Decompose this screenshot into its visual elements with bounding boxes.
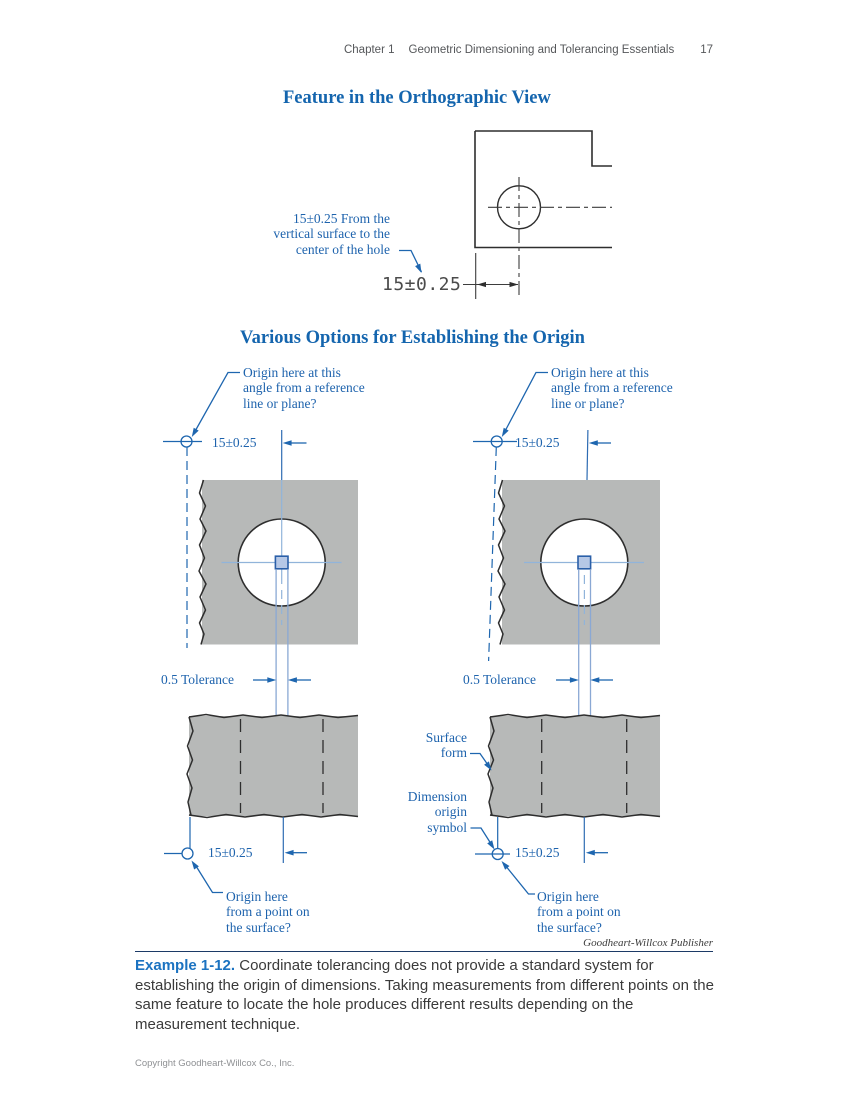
section1-title: Feature in the Orthographic View [283,88,551,108]
arrowhead [282,440,292,446]
left-dim-top: 15±0.25 [212,435,257,450]
arrowhead [588,440,598,446]
header-section-title: Geometric Dimensioning and Tolerancing E… [408,44,675,56]
right-dim-bottom: 15±0.25 [515,845,560,860]
broken-edge [188,713,359,719]
right-surface-form-label: Surface form [425,730,467,761]
arrowhead [585,849,595,856]
dimension-origin-symbol [180,435,193,448]
broken-edge [497,479,506,645]
left-tolerance-label: 0.5 Tolerance [161,672,235,687]
dim-extension [586,429,589,481]
broken-edge [188,813,359,819]
broken-edge [489,813,661,819]
arrowhead [284,849,294,856]
dimension-origin-symbol [490,435,503,448]
header-chapter: Chapter 1 [343,44,395,56]
caption-rule [135,950,713,953]
arrowhead [477,281,486,288]
figure-caption: Example 1-12. Coordinate tolerancing doe… [135,956,727,1034]
section2-title: Various Options for Establishing the Ori… [240,328,585,348]
broken-edge [489,713,661,719]
dimension-origin-symbol [491,847,504,861]
arrowhead [415,263,422,273]
right-tolerance-label: 0.5 Tolerance [463,672,537,687]
fig1-annotation: 15±0.25 From the vertical surface to the… [273,211,390,257]
fig2-right-diagram [470,371,661,895]
right-dim-top: 15±0.25 [515,435,560,450]
right-origin-angle-label: Origin here at this angle from a referen… [551,365,673,411]
broken-edge [186,716,194,816]
arrowhead [501,427,509,437]
arrowhead [509,281,519,288]
arrowhead [487,840,495,850]
right-dimension-origin-symbol-label: Dimension origin symbol [407,789,467,835]
publisher-credit: Goodheart-Willcox Publisher [583,937,713,949]
true-position-square [577,555,592,570]
header-page-number: 17 [700,44,713,56]
left-origin-angle-label: Origin here at this angle from a referen… [243,365,365,411]
true-position-square [274,555,289,570]
page-header: Chapter 1 Geometric Dimensioning and Tol… [135,44,713,56]
fig1-orthographic-view [399,130,612,299]
arrowhead [267,677,277,683]
copyright-footer: Copyright Goodheart-Willcox Co., Inc. [135,1058,295,1069]
leader-line [502,371,548,435]
block-edge-view [189,716,358,816]
leader-line [192,371,240,435]
caption-text: Coordinate tolerancing does not provide … [135,957,714,1033]
block-edge-view [490,716,660,816]
arrowhead [590,677,600,683]
leader-line [470,752,489,766]
arrowhead [484,761,492,771]
part-outline [474,130,612,249]
leader-line [195,865,223,894]
caption-label: Example 1-12. [135,957,236,974]
left-dim-bottom: 15±0.25 [208,845,253,860]
arrowhead [287,677,297,683]
leader-line [506,867,535,895]
broken-edge [198,479,207,645]
broken-edge [487,716,495,816]
leader-line [470,827,492,844]
arrowhead [191,427,199,437]
dimension-origin-symbol [181,847,194,860]
arrowhead [569,677,579,683]
reference-line-dashed [488,446,497,662]
fig1-dimension-value: 15±0.25 [382,274,462,295]
fig2-left-diagram [163,371,359,894]
left-origin-point-label: Origin here from a point on the surface? [226,889,310,935]
right-origin-point-label: Origin here from a point on the surface? [537,889,621,935]
